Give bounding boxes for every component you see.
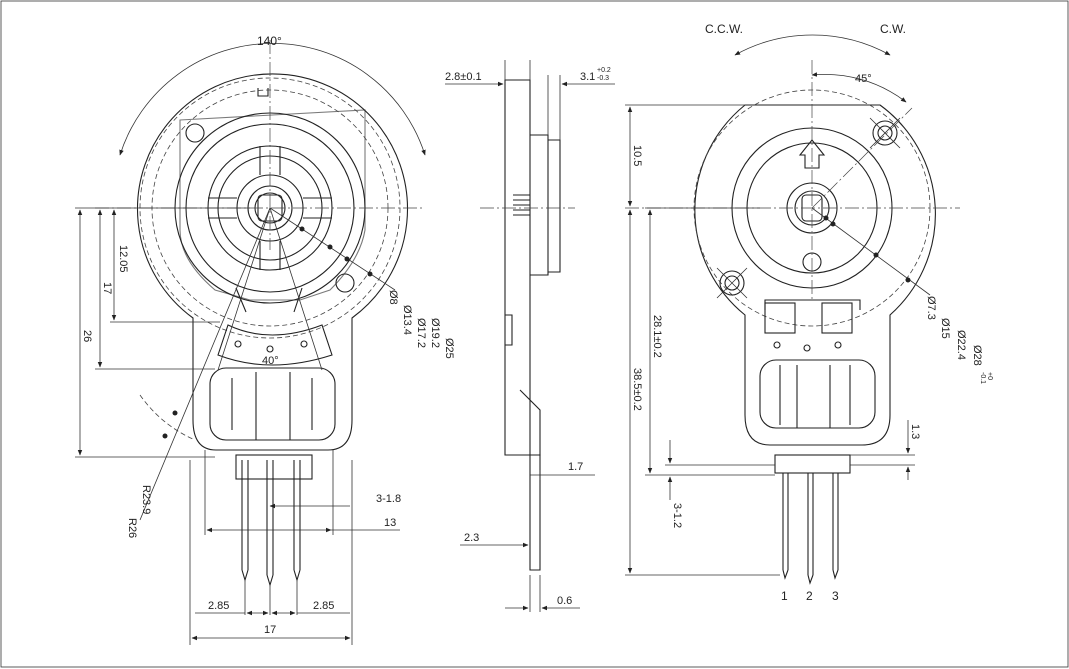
dim-26: 26 [81, 330, 93, 342]
dim-10-5: 10.5 [631, 145, 643, 166]
width-17: 17 [264, 624, 276, 636]
dia-15-label: Ø15 [939, 318, 951, 339]
dia-8-label: Ø8 [387, 290, 399, 305]
dia-22-4-label: Ø22.4 [955, 330, 967, 360]
dia-7-3-label: Ø7.3 [925, 296, 937, 320]
rotation-ccw-label: C.C.W. [705, 22, 743, 36]
pitch-2-85-left: 2.85 [208, 600, 229, 612]
thickness-3-1-tol-up: +0.2 [597, 67, 611, 74]
pin-width-3-1-2: 3-1.2 [671, 503, 683, 528]
dia-28-tol-down: -0.1 [979, 372, 986, 384]
thickness-3-1: 3.1 [580, 71, 595, 83]
side-view: 2.8±0.1 3.1 +0.2 -0.3 1.7 2.3 0.6 [445, 60, 615, 612]
width-13: 13 [384, 517, 396, 529]
thickness-2-8: 2.8±0.1 [445, 71, 482, 83]
dim-28-1: 28.1±0.2 [651, 315, 663, 358]
dia-25-label: Ø25 [443, 338, 455, 359]
angle-140-label: 140° [257, 34, 282, 48]
dim-1-3: 1.3 [909, 424, 921, 439]
dim-38-5: 38.5±0.2 [631, 368, 643, 411]
dim-2-3: 2.3 [464, 532, 479, 544]
pin-number-2: 2 [806, 589, 813, 603]
rear-body-outline [694, 104, 936, 446]
dia-17-2-label: Ø17.2 [415, 318, 427, 348]
angle-45-label: 45° [855, 73, 872, 85]
radius-26-label: R26 [126, 518, 138, 538]
dia-28-tol-up: +0 [986, 372, 993, 380]
rotation-cw-label: C.W. [880, 22, 906, 36]
rear-view: C.C.W. C.W. 45° 10.5 28.1±0.2 38.5±0.2 3… [625, 22, 993, 603]
front-view: 140° 40° 12.05 17 26 Ø8 Ø13.4 Ø17.2 Ø19.… [75, 34, 455, 645]
dim-17-vertical: 17 [101, 282, 113, 294]
dia-19-2-label: Ø19.2 [429, 318, 441, 348]
radius-23-9-label: R23.9 [140, 485, 152, 514]
pitch-3-1-8: 3-1.8 [376, 493, 401, 505]
front-body-outline [136, 73, 409, 451]
dia-13-4-label: Ø13.4 [401, 305, 413, 335]
dim-12-05: 12.05 [117, 245, 129, 273]
thickness-3-1-tol-down: -0.3 [597, 75, 609, 82]
pin-number-1: 1 [781, 589, 788, 603]
pin-number-3: 3 [832, 589, 839, 603]
dim-0-6: 0.6 [557, 595, 572, 607]
pitch-2-85-right: 2.85 [313, 600, 334, 612]
angle-40-label: 40° [262, 355, 279, 367]
dia-28-label: Ø28 [971, 345, 983, 366]
dim-1-7: 1.7 [568, 461, 583, 473]
